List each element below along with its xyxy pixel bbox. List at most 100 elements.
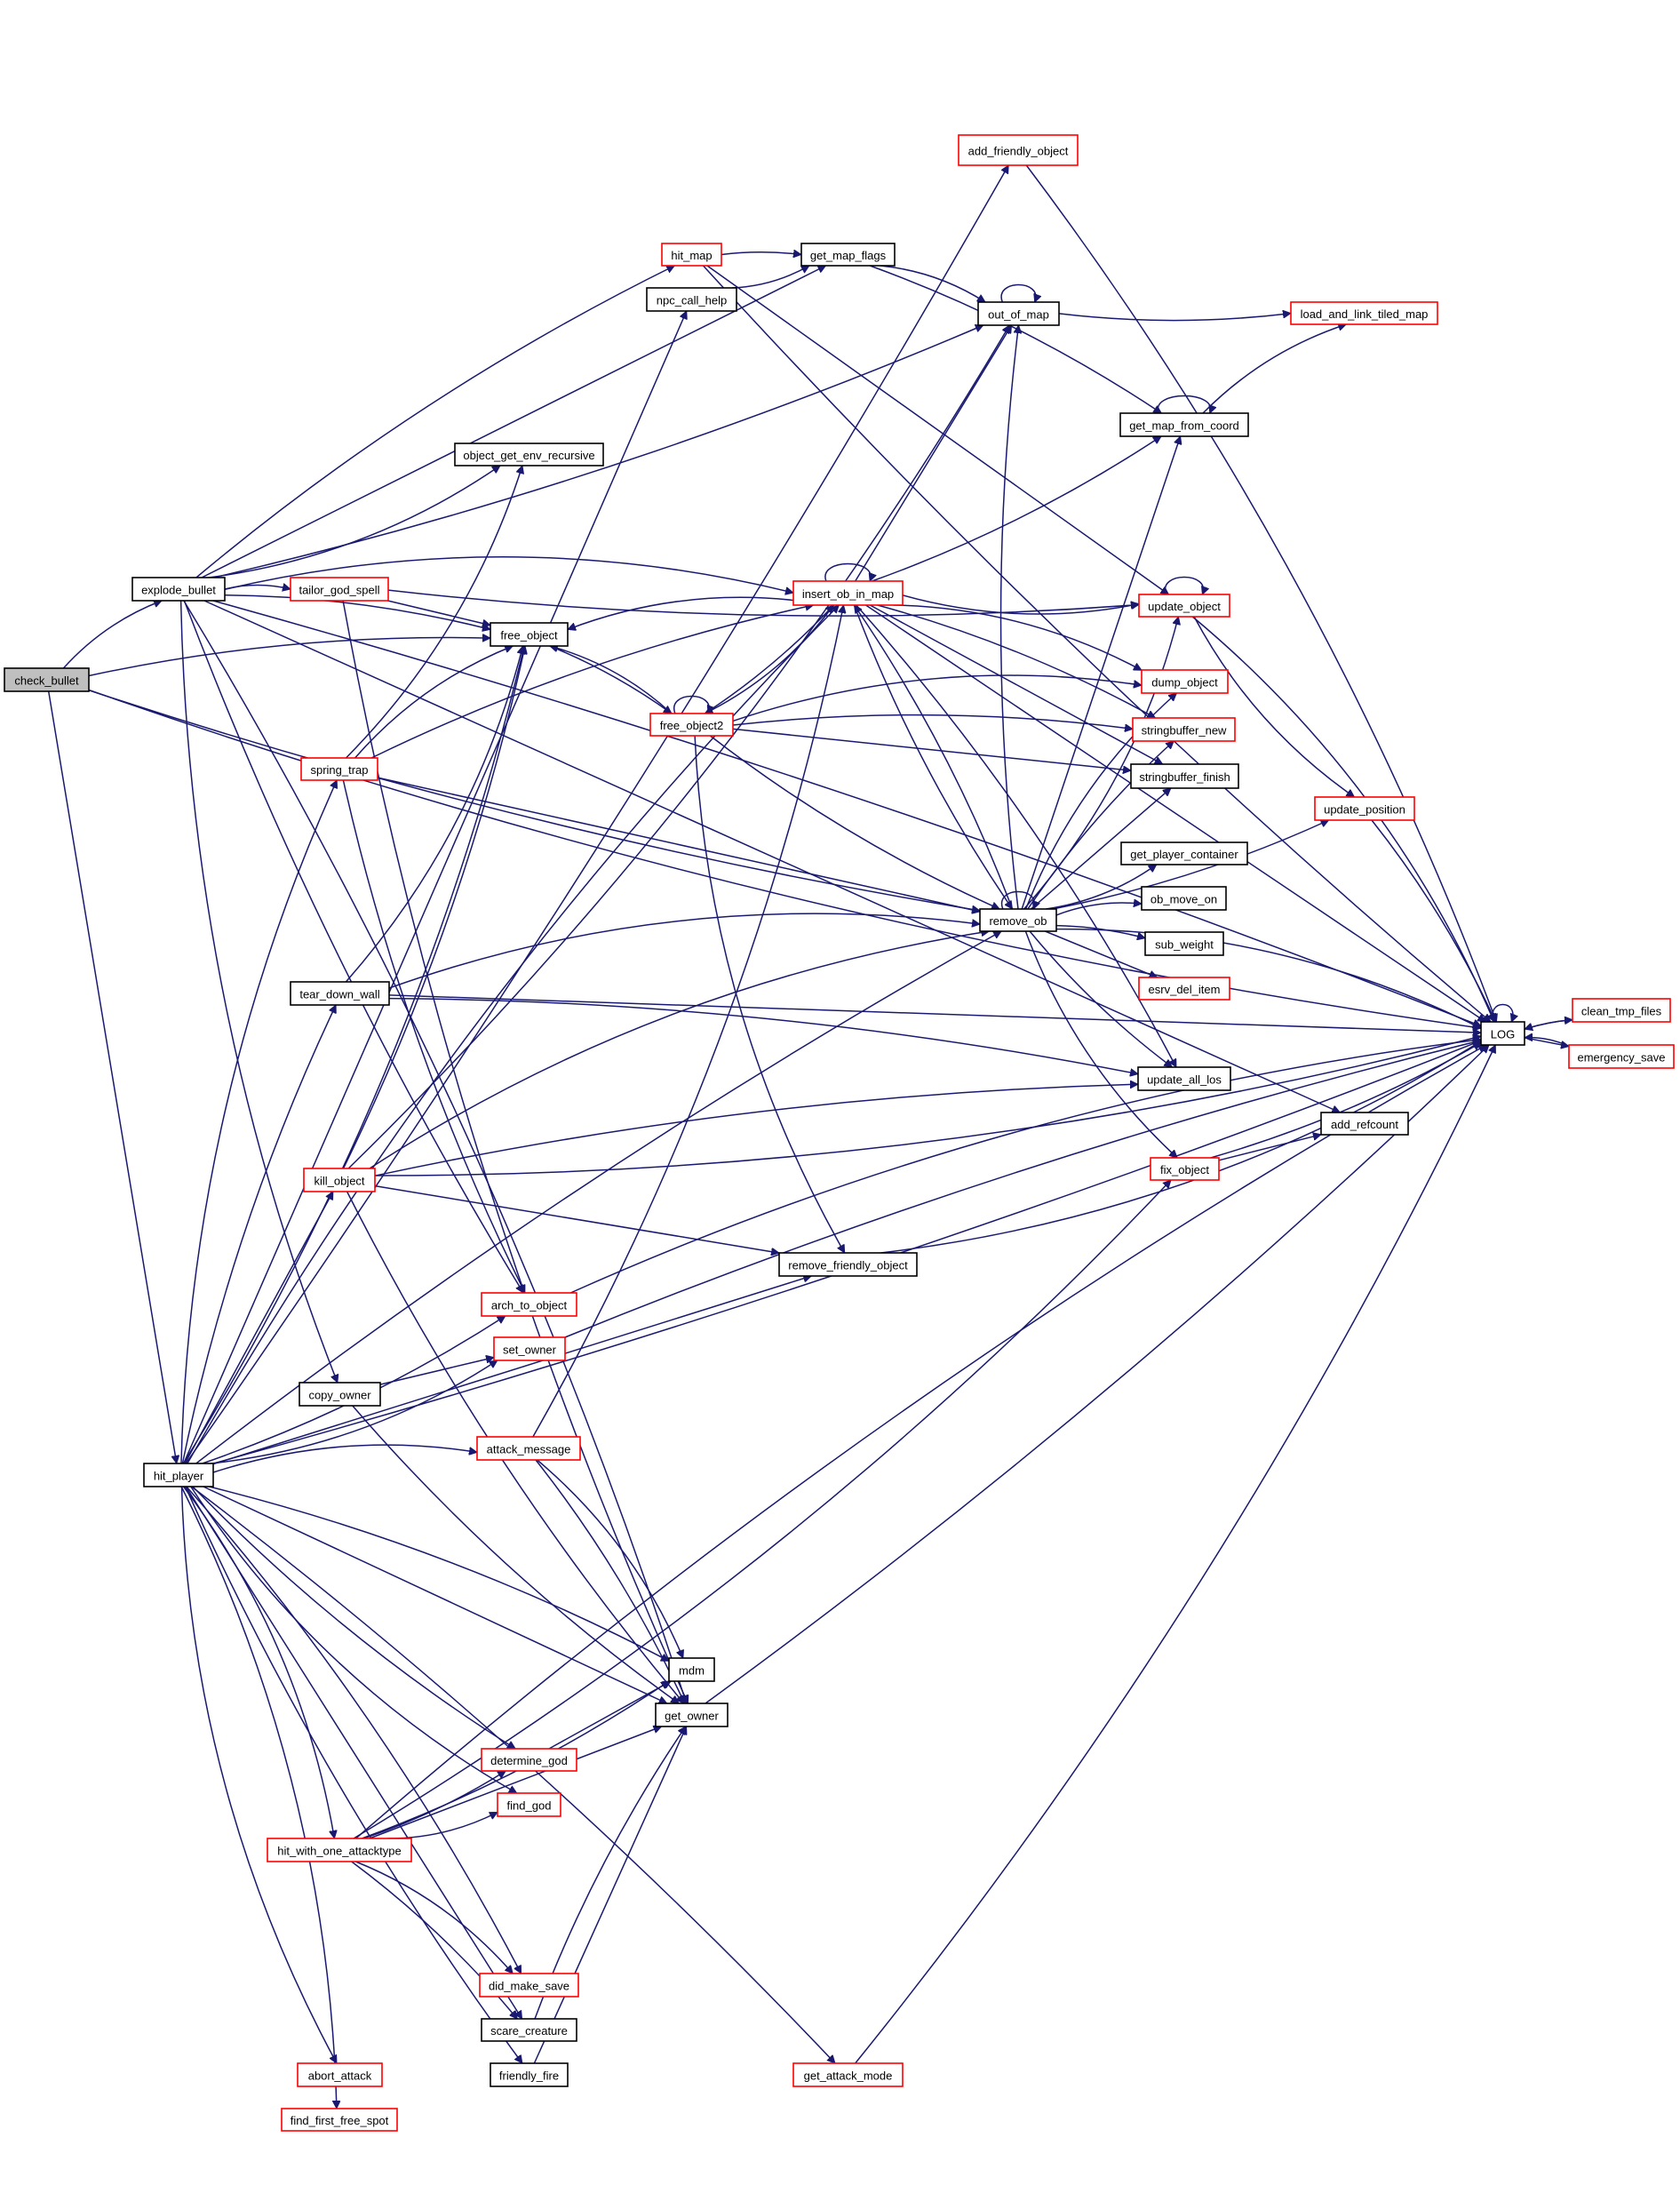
- node-get-attack-mode[interactable]: get_attack_mode: [792, 2062, 904, 2087]
- node-box[interactable]: [979, 908, 1057, 932]
- node-box[interactable]: [4, 667, 90, 692]
- node-box[interactable]: [649, 713, 734, 737]
- node-hit-map[interactable]: hit_map: [661, 243, 722, 267]
- node-box[interactable]: [479, 1973, 579, 1998]
- node-esrv-del-item[interactable]: esrv_del_item: [1138, 977, 1230, 1001]
- node-abort-attack[interactable]: abort_attack: [297, 2062, 383, 2087]
- node-box[interactable]: [1290, 301, 1438, 325]
- node-box[interactable]: [481, 1748, 577, 1772]
- node-update-object[interactable]: update_object: [1138, 594, 1230, 618]
- node-box[interactable]: [646, 287, 737, 312]
- node-box[interactable]: [1138, 977, 1230, 1001]
- node-load-and-link-tiled-map[interactable]: load_and_link_tiled_map: [1290, 301, 1438, 325]
- node-box[interactable]: [290, 577, 389, 602]
- node-free-object2[interactable]: free_object2: [649, 713, 734, 737]
- node-hit-player[interactable]: hit_player: [143, 1463, 214, 1487]
- node-box[interactable]: [792, 580, 904, 606]
- node-copy-owner[interactable]: copy_owner: [299, 1382, 381, 1407]
- node-remove-friendly-object[interactable]: remove_friendly_object: [778, 1252, 918, 1277]
- node-set-owner[interactable]: set_owner: [493, 1336, 566, 1361]
- node-scare-creature[interactable]: scare_creature: [481, 2018, 577, 2042]
- node-box[interactable]: [1144, 931, 1224, 956]
- node-box[interactable]: [300, 757, 378, 781]
- node-did-make-save[interactable]: did_make_save: [479, 1973, 579, 1998]
- node-friendly-fire[interactable]: friendly_fire: [490, 2062, 569, 2087]
- node-determine-god[interactable]: determine_god: [481, 1748, 577, 1772]
- node-out-of-map[interactable]: out_of_map: [977, 301, 1060, 326]
- node-ob-move-on[interactable]: ob_move_on: [1141, 886, 1227, 911]
- node-box[interactable]: [1141, 669, 1229, 694]
- node-add-refcount[interactable]: add_refcount: [1320, 1112, 1409, 1136]
- node-box[interactable]: [481, 2018, 577, 2042]
- node-insert-ob-in-map[interactable]: insert_ob_in_map: [792, 580, 904, 606]
- node-attack-message[interactable]: attack_message: [476, 1436, 581, 1461]
- node-emergency-save[interactable]: emergency_save: [1568, 1044, 1675, 1069]
- node-box[interactable]: [290, 981, 390, 1006]
- node-kill-object[interactable]: kill_object: [303, 1168, 376, 1192]
- node-box[interactable]: [143, 1463, 214, 1487]
- node-box[interactable]: [493, 1336, 566, 1361]
- node-box[interactable]: [1320, 1112, 1409, 1136]
- node-explode-bullet[interactable]: explode_bullet: [131, 577, 226, 602]
- node-get-map-from-coord[interactable]: get_map_from_coord: [1119, 412, 1249, 437]
- node-box[interactable]: [490, 622, 569, 647]
- node-check-bullet[interactable]: check_bullet: [4, 667, 90, 692]
- node-box[interactable]: [655, 1703, 729, 1727]
- node-box[interactable]: [497, 1792, 561, 1817]
- node-fix-object[interactable]: fix_object: [1150, 1157, 1220, 1181]
- node-box[interactable]: [299, 1382, 381, 1407]
- node-box[interactable]: [303, 1168, 376, 1192]
- node-free-object[interactable]: free_object: [490, 622, 569, 647]
- node-tear-down-wall[interactable]: tear_down_wall: [290, 981, 390, 1006]
- node-box[interactable]: [792, 2062, 904, 2087]
- node-object-get-env-recursive[interactable]: object_get_env_recursive: [454, 443, 604, 467]
- node-npc-call-help[interactable]: npc_call_help: [646, 287, 737, 312]
- node-box[interactable]: [778, 1252, 918, 1277]
- node-get-player-container[interactable]: get_player_container: [1120, 841, 1248, 865]
- node-box[interactable]: [1314, 796, 1415, 821]
- node-log[interactable]: LOG: [1480, 1021, 1525, 1046]
- node-box[interactable]: [1568, 1044, 1675, 1069]
- node-box[interactable]: [1480, 1021, 1525, 1046]
- node-box[interactable]: [977, 301, 1060, 326]
- node-box[interactable]: [281, 2108, 398, 2132]
- node-box[interactable]: [454, 443, 604, 467]
- node-box[interactable]: [1137, 1066, 1231, 1091]
- node-box[interactable]: [297, 2062, 383, 2087]
- node-add-friendly-object[interactable]: add_friendly_object: [958, 134, 1079, 166]
- node-box[interactable]: [1130, 763, 1239, 789]
- node-remove-ob[interactable]: remove_ob: [979, 908, 1057, 932]
- node-find-first-free-spot[interactable]: find_first_free_spot: [281, 2108, 398, 2132]
- node-box[interactable]: [481, 1292, 577, 1317]
- node-box[interactable]: [1150, 1157, 1220, 1181]
- node-tailor-god-spell[interactable]: tailor_god_spell: [290, 577, 389, 602]
- node-hit-with-one-attacktype[interactable]: hit_with_one_attacktype: [267, 1838, 412, 1862]
- node-box[interactable]: [668, 1657, 715, 1682]
- node-box[interactable]: [476, 1436, 581, 1461]
- node-box[interactable]: [1120, 841, 1248, 865]
- node-box[interactable]: [958, 134, 1079, 166]
- node-box[interactable]: [1138, 594, 1230, 618]
- node-stringbuffer-finish[interactable]: stringbuffer_finish: [1130, 763, 1239, 789]
- node-box[interactable]: [267, 1838, 412, 1862]
- node-dump-object[interactable]: dump_object: [1141, 669, 1229, 694]
- node-box[interactable]: [131, 577, 226, 602]
- node-sub-weight[interactable]: sub_weight: [1144, 931, 1224, 956]
- node-stringbuffer-new[interactable]: stringbuffer_new: [1132, 717, 1236, 742]
- node-box[interactable]: [490, 2062, 569, 2087]
- node-arch-to-object[interactable]: arch_to_object: [481, 1292, 577, 1317]
- node-box[interactable]: [661, 243, 722, 267]
- node-update-all-los[interactable]: update_all_los: [1137, 1066, 1231, 1091]
- node-mdm[interactable]: mdm: [668, 1657, 715, 1682]
- node-update-position[interactable]: update_position: [1314, 796, 1415, 821]
- node-box[interactable]: [1132, 717, 1236, 742]
- node-box[interactable]: [1119, 412, 1249, 437]
- node-spring-trap[interactable]: spring_trap: [300, 757, 378, 781]
- node-get-map-flags[interactable]: get_map_flags: [800, 243, 896, 267]
- node-box[interactable]: [1572, 998, 1671, 1023]
- node-find-god[interactable]: find_god: [497, 1792, 561, 1817]
- node-clean-tmp-files[interactable]: clean_tmp_files: [1572, 998, 1671, 1023]
- node-box[interactable]: [1141, 886, 1227, 911]
- node-box[interactable]: [800, 243, 896, 267]
- node-get-owner[interactable]: get_owner: [655, 1703, 729, 1727]
